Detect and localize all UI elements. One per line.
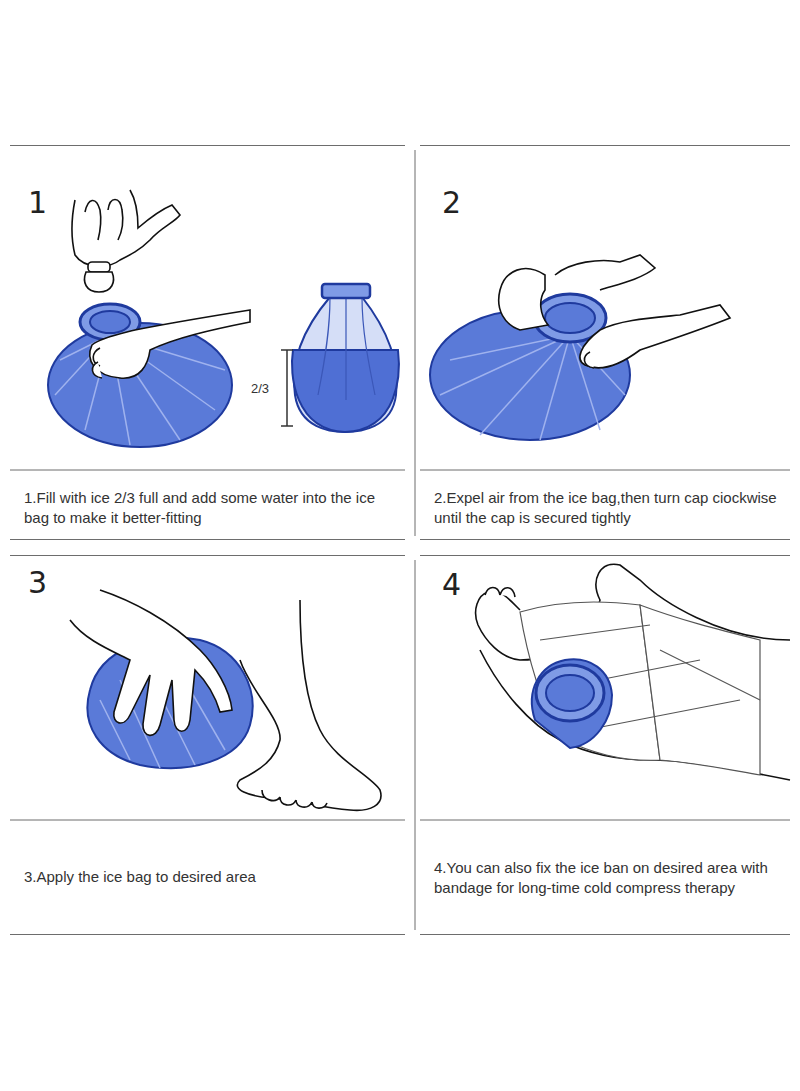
step-number: 4	[442, 570, 461, 600]
step-number: 3	[28, 568, 47, 598]
step-number: 1	[28, 188, 47, 218]
step-caption: 3.Apply the ice bag to desired area	[24, 867, 399, 887]
step-panel: 1 1.Fill with ice 2/3 full and add some w…	[10, 145, 405, 540]
fill-level-label: 2/3	[250, 381, 270, 396]
step-panel: 2 2.Expel air from the ice bag,then turn …	[420, 145, 790, 540]
step-caption: 2.Expel air from the ice bag,then turn c…	[434, 488, 779, 529]
step-panel: 4 4.You can also fix the ice ban on desir…	[420, 555, 790, 935]
step-panel: 3 3.Apply the ice bag to desired area	[10, 555, 405, 935]
step-caption: 1.Fill with ice 2/3 full and add some wa…	[24, 488, 399, 529]
step-number: 2	[442, 188, 461, 218]
step-caption: 4.You can also fix the ice ban on desire…	[434, 858, 779, 899]
